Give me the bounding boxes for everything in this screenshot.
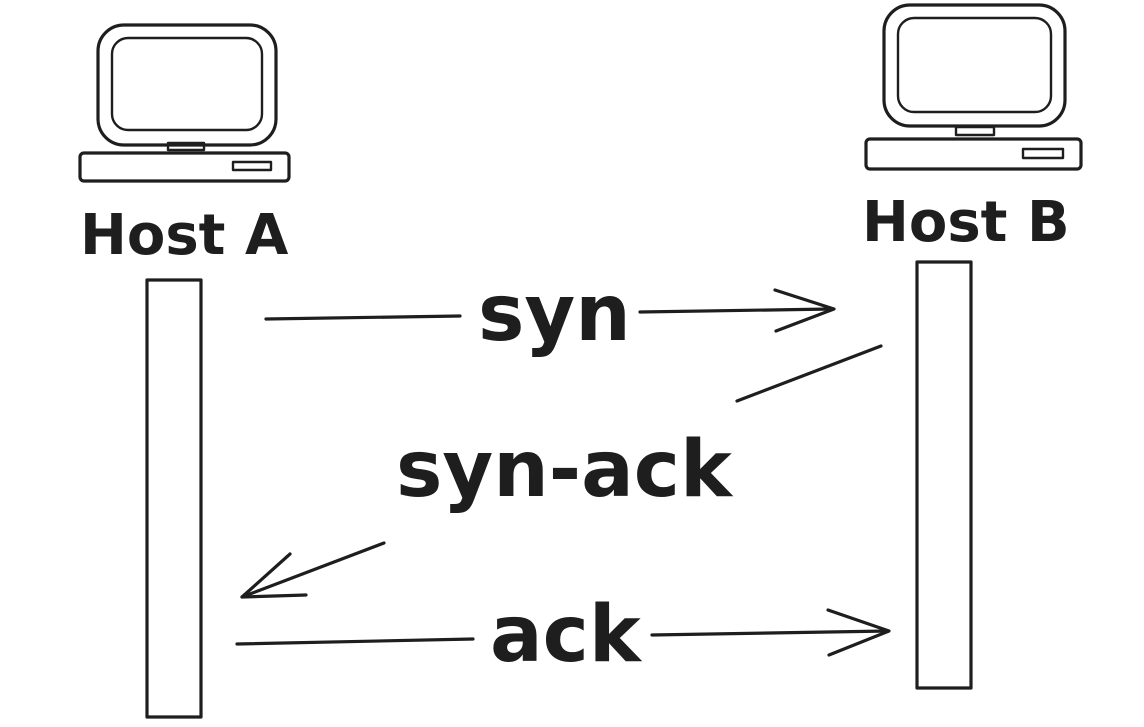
syn-ack-label: syn-ack (396, 425, 734, 515)
host-a-lifeline (145, 278, 203, 719)
host-b-computer-icon (864, 3, 1083, 171)
host-b-label: Host B (862, 190, 1070, 255)
syn-label: syn (478, 269, 631, 359)
host-a-label: Host A (80, 203, 289, 268)
host-b-lifeline (915, 260, 973, 690)
ack-arrow (235, 608, 891, 657)
syn-arrow (264, 288, 836, 333)
syn-ack-arrow (240, 344, 883, 599)
host-a-computer-icon (78, 23, 291, 183)
ack-label: ack (490, 590, 643, 680)
